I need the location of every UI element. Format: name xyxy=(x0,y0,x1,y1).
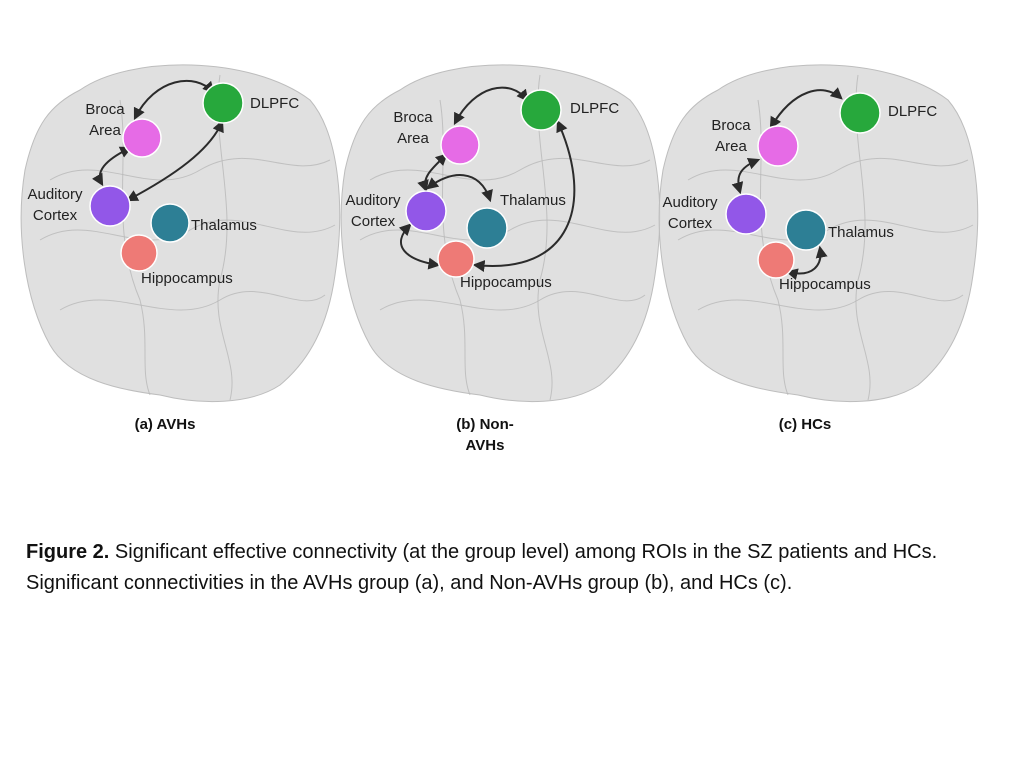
region-labels: Broca Area DLPFC Auditory Cortex Thalamu… xyxy=(345,100,619,291)
hippocampus-node xyxy=(757,241,795,279)
brain-diagram-a: Broca Area DLPFC Auditory Cortex Thalamu… xyxy=(20,64,341,403)
roi-nodes xyxy=(725,92,881,279)
subcaption-c: (c) HCs xyxy=(778,416,832,433)
dlpfc-node xyxy=(202,82,244,124)
thalamus-label: Thalamus xyxy=(828,224,894,241)
panel-a-avhs: Broca Area DLPFC Auditory Cortex Thalamu… xyxy=(10,60,341,405)
auditory-cortex-node xyxy=(405,190,447,232)
subcaption-b: (b) Non- AVHs xyxy=(440,414,530,456)
roi-nodes xyxy=(89,82,244,272)
broca-label: Broca xyxy=(85,101,125,118)
caption-label: Figure 2. xyxy=(26,541,110,563)
arrow-broca-dlpfc xyxy=(133,79,215,121)
broca-label-line2: Area xyxy=(715,138,747,155)
hippocampus-label: Hippocampus xyxy=(141,270,233,287)
arrow-hippocampus-thalamus xyxy=(785,245,828,281)
auditory-label-line2: Cortex xyxy=(351,213,396,230)
auditory-cortex-node xyxy=(725,193,767,235)
auditory-label-line2: Cortex xyxy=(33,207,78,224)
broca-label: Broca xyxy=(393,109,433,126)
subcaption-b-line1: (b) Non- xyxy=(456,416,514,433)
broca-label: Broca xyxy=(711,117,751,134)
broca-node xyxy=(757,125,799,167)
region-labels: Broca Area DLPFC Auditory Cortex Thalamu… xyxy=(27,95,299,287)
broca-label-line2: Area xyxy=(89,122,121,139)
connection-arrows xyxy=(398,86,576,272)
auditory-cortex-node xyxy=(89,185,131,227)
arrow-broca-dlpfc xyxy=(769,87,843,130)
arrow-broca-dlpfc xyxy=(453,86,529,126)
caption-line-1: Figure 2. Significant effective connecti… xyxy=(26,537,1001,568)
auditory-label: Auditory xyxy=(345,192,401,209)
arrow-broca-auditory xyxy=(417,153,448,193)
dlpfc-node xyxy=(520,89,562,131)
caption-line-2: Significant connectivities in the AVHs g… xyxy=(26,572,793,594)
broca-node xyxy=(440,125,480,165)
panel-c-hcs: Broca Area DLPFC Auditory Cortex Thalamu… xyxy=(648,60,979,405)
hippocampus-label: Hippocampus xyxy=(779,276,871,293)
arrow-auditory-hippocampus xyxy=(398,223,441,270)
dlpfc-label: DLPFC xyxy=(888,103,937,120)
arrow-hippocampus-dlpfc xyxy=(472,119,576,272)
broca-node xyxy=(122,118,162,158)
connection-arrows xyxy=(91,79,224,202)
connection-arrows xyxy=(731,87,843,281)
subcaption-a: (a) AVHs xyxy=(134,416,196,433)
arrow-broca-auditory xyxy=(91,146,133,187)
dlpfc-label: DLPFC xyxy=(570,100,619,117)
figure-caption: Figure 2. Significant effective connecti… xyxy=(26,537,1001,599)
thalamus-node xyxy=(785,209,827,251)
brain-diagram-c: Broca Area DLPFC Auditory Cortex Thalamu… xyxy=(658,64,979,403)
subcaption-b-line2: AVHs xyxy=(465,437,505,454)
dlpfc-node xyxy=(839,92,881,134)
brain-diagram-b: Broca Area DLPFC Auditory Cortex Thalamu… xyxy=(340,64,661,403)
thalamus-node xyxy=(466,207,508,249)
arrow-auditory-dlpfc xyxy=(125,119,224,202)
panel-b-non-avhs: Broca Area DLPFC Auditory Cortex Thalamu… xyxy=(330,60,661,405)
auditory-label: Auditory xyxy=(662,194,718,211)
auditory-label: Auditory xyxy=(27,186,83,203)
arrow-broca-auditory xyxy=(731,157,761,195)
thalamus-node xyxy=(150,203,190,243)
dlpfc-label: DLPFC xyxy=(250,95,299,112)
hippocampus-label: Hippocampus xyxy=(460,274,552,291)
caption-text: Significant effective connectivity (at t… xyxy=(109,541,938,563)
region-labels: Broca Area DLPFC Auditory Cortex Thalamu… xyxy=(662,103,937,293)
roi-nodes xyxy=(405,89,562,278)
hippocampus-node xyxy=(120,234,158,272)
hippocampus-node xyxy=(437,240,475,278)
thalamus-label: Thalamus xyxy=(500,192,566,209)
broca-label-line2: Area xyxy=(397,130,429,147)
auditory-label-line2: Cortex xyxy=(668,215,713,232)
thalamus-label: Thalamus xyxy=(191,217,257,234)
